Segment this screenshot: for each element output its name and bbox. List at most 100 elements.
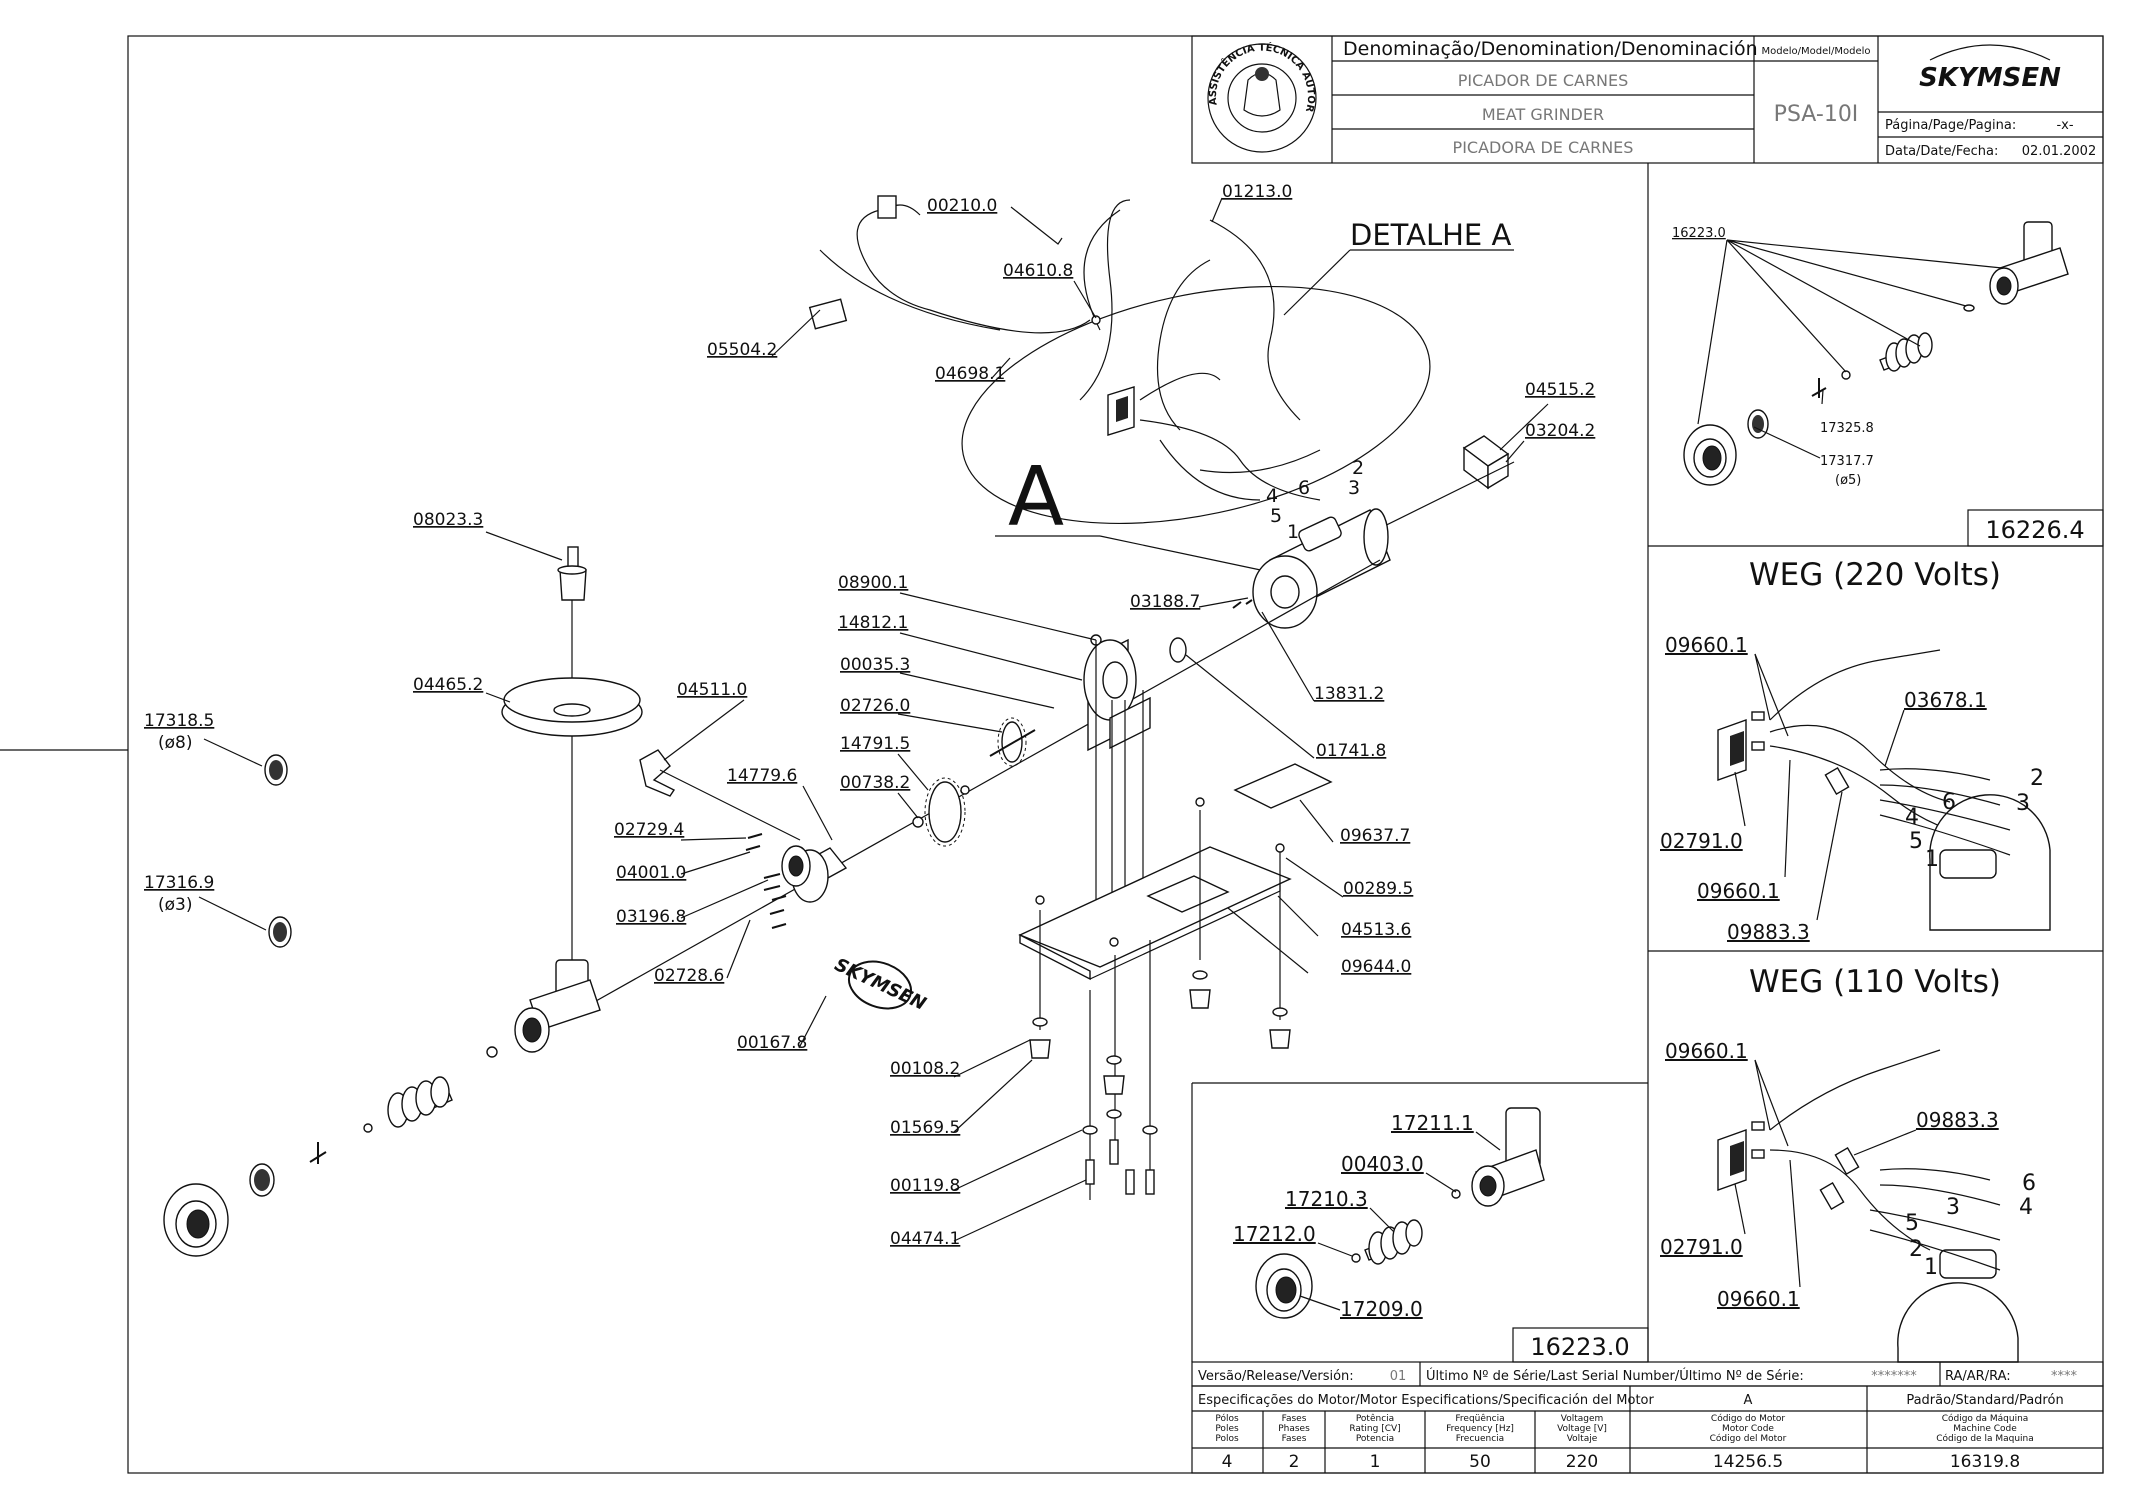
wire-main-1: 1: [1287, 521, 1299, 543]
spec-col-label: Pólos: [1215, 1413, 1239, 1424]
callout-17318-dia: (ø8): [158, 733, 192, 753]
technical-assistance-seal: ASSISTÊNCIA TÉCNICA AUTORIZADA: [0, 0, 1317, 153]
spacer: [1169, 637, 1187, 663]
callout-02791: 02791.0: [1660, 1235, 1743, 1259]
weg110-title: WEG (110 Volts): [1749, 964, 2001, 1000]
title-block: ASSISTÊNCIA TÉCNICA AUTORIZADA Denominaç…: [0, 0, 2104, 164]
callout-03204: 03204.2: [1525, 421, 1595, 441]
plug: [877, 195, 897, 219]
motor-spec-header: Especificações do Motor/Motor Especifica…: [1198, 1393, 1654, 1408]
wire-main-2: 2: [1352, 457, 1364, 479]
serial-value: *******: [1871, 1369, 1917, 1384]
callout-17316: 17316.9: [144, 873, 214, 893]
wire-220-5: 5: [1909, 829, 1923, 854]
panel-16223: 16223.0 17211.1 00403.0 17210.3 17212.0: [1233, 1107, 1649, 1363]
plate-8mm: [264, 754, 288, 786]
release-row: Versão/Release/Versión: 01 Último Nº de …: [1191, 1361, 2104, 1387]
callout-17317-dia: (ø5): [1835, 473, 1861, 488]
callout-17318: 17318.5: [144, 711, 214, 731]
spec-col-value: 4: [1222, 1452, 1233, 1472]
washer: [1451, 1189, 1461, 1199]
auger: [387, 1076, 453, 1128]
lock-handle: [639, 749, 676, 797]
callout-02726: 02726.0: [840, 696, 910, 716]
callout-labels: 00210.0 01213.0 04610.8 05504.2 04698.1 …: [144, 182, 1595, 1249]
version-label: Versão/Release/Versión:: [1198, 1369, 1354, 1384]
callout-09660-top: 09660.1: [1665, 633, 1748, 657]
callout-17316-dia: (ø3): [158, 895, 192, 915]
denomination-header: Denominação/Denomination/Denominación: [1343, 38, 1758, 60]
callout-01569: 01569.5: [890, 1118, 960, 1138]
callout-00403: 00403.0: [1341, 1152, 1424, 1176]
model-header: Modelo/Model/Modelo: [1761, 46, 1870, 57]
pin: [363, 1123, 373, 1133]
wire-110-2: 2: [1909, 1237, 1923, 1262]
capacitor-cover: [1462, 435, 1510, 490]
callout-04474: 04474.1: [890, 1229, 960, 1249]
capacitor-sleeve: [1819, 1182, 1845, 1210]
assembly-axis: [579, 559, 1381, 1011]
spec-col-label: Fases: [1282, 1434, 1307, 1444]
feed-tube: [1471, 1107, 1545, 1207]
callout-17211: 17211.1: [1391, 1111, 1474, 1135]
name-en: MEAT GRINDER: [1482, 105, 1604, 124]
panel-id: 16223.0: [1530, 1333, 1629, 1361]
washer: [486, 1046, 498, 1058]
spec-col-value: 14256.5: [1713, 1452, 1783, 1472]
model-value: PSA-10I: [1774, 102, 1859, 127]
gear-large: [912, 777, 970, 847]
wire-110-3: 3: [1946, 1195, 1960, 1220]
callout-09660-bottom: 09660.1: [1717, 1287, 1800, 1311]
wire-main-6: 6: [1298, 477, 1310, 499]
spec-col-label: Frequency [Hz]: [1446, 1424, 1514, 1434]
callout-08023: 08023.3: [413, 510, 483, 530]
panel-weg-220: WEG (220 Volts) 09660.1 03678.1 02791.0 …: [1660, 557, 2051, 944]
panel-16226: 16226.4 16223.0 17325.8 17317: [1672, 221, 2104, 547]
spec-col-label: Rating [CV]: [1349, 1424, 1400, 1434]
callout-09644: 09644.0: [1341, 957, 1411, 977]
spec-col-label: Código do Motor: [1711, 1413, 1785, 1424]
spec-col-value: 2: [1289, 1452, 1300, 1472]
name-pt: PICADOR DE CARNES: [1458, 71, 1629, 90]
callout-14791: 14791.5: [840, 734, 910, 754]
auger: [1879, 332, 1933, 372]
callout-00167: 00167.8: [737, 1033, 807, 1053]
spec-col-label: Frecuencia: [1456, 1434, 1504, 1444]
callout-03188: 03188.7: [1130, 592, 1200, 612]
wire-110-1: 1: [1924, 1255, 1938, 1280]
wire-110-5: 5: [1905, 1211, 1919, 1236]
callout-00738: 00738.2: [840, 773, 910, 793]
serial-label: Último Nº de Série/Last Serial Number/Úl…: [1426, 1368, 1804, 1384]
callout-17210: 17210.3: [1285, 1187, 1368, 1211]
callout-14812: 14812.1: [838, 613, 908, 633]
callout-03678: 03678.1: [1904, 688, 1987, 712]
spec-columns: PólosPolesPolos4FasesPhasesFases2Potênci…: [1215, 1413, 2033, 1472]
plate-3mm: [268, 916, 292, 948]
wire-main-3: 3: [1348, 477, 1360, 499]
spec-col-label: Polos: [1215, 1434, 1239, 1444]
label-plate: [1233, 763, 1333, 809]
grinder-barrel: [514, 959, 601, 1053]
wire-220-1: 1: [1925, 847, 1939, 872]
seal-text: ASSISTÊNCIA TÉCNICA AUTORIZADA: [0, 0, 1316, 113]
weg220-title: WEG (220 Volts): [1749, 557, 2001, 593]
callout-04515: 04515.2: [1525, 380, 1595, 400]
wire-110-4: 4: [2019, 1195, 2033, 1220]
capacitor-sleeve: [1834, 1147, 1860, 1175]
feed-tube: [1989, 221, 2069, 305]
logo-sticker: SKYMSEN: [831, 954, 929, 1015]
callout-09660-top: 09660.1: [1665, 1039, 1748, 1063]
page-label: Página/Page/Pagina:: [1885, 118, 2016, 133]
name-es: PICADORA DE CARNES: [1453, 138, 1634, 157]
callout-09637: 09637.7: [1340, 826, 1410, 846]
panel-id: 16226.4: [1985, 516, 2084, 544]
wire-220-3: 3: [2016, 791, 2030, 816]
callout-00210: 00210.0: [927, 196, 997, 216]
panel-weg-110: WEG (110 Volts) 09660.1 09883.3 02791.0 …: [1660, 964, 2036, 1363]
callout-05504: 05504.2: [707, 340, 777, 360]
pusher: [557, 546, 587, 601]
spec-col-label: Machine Code: [1953, 1424, 2017, 1434]
switch: [1717, 1121, 1765, 1191]
spec-col-label: Freqüência: [1455, 1413, 1504, 1424]
pin: [1841, 370, 1851, 380]
